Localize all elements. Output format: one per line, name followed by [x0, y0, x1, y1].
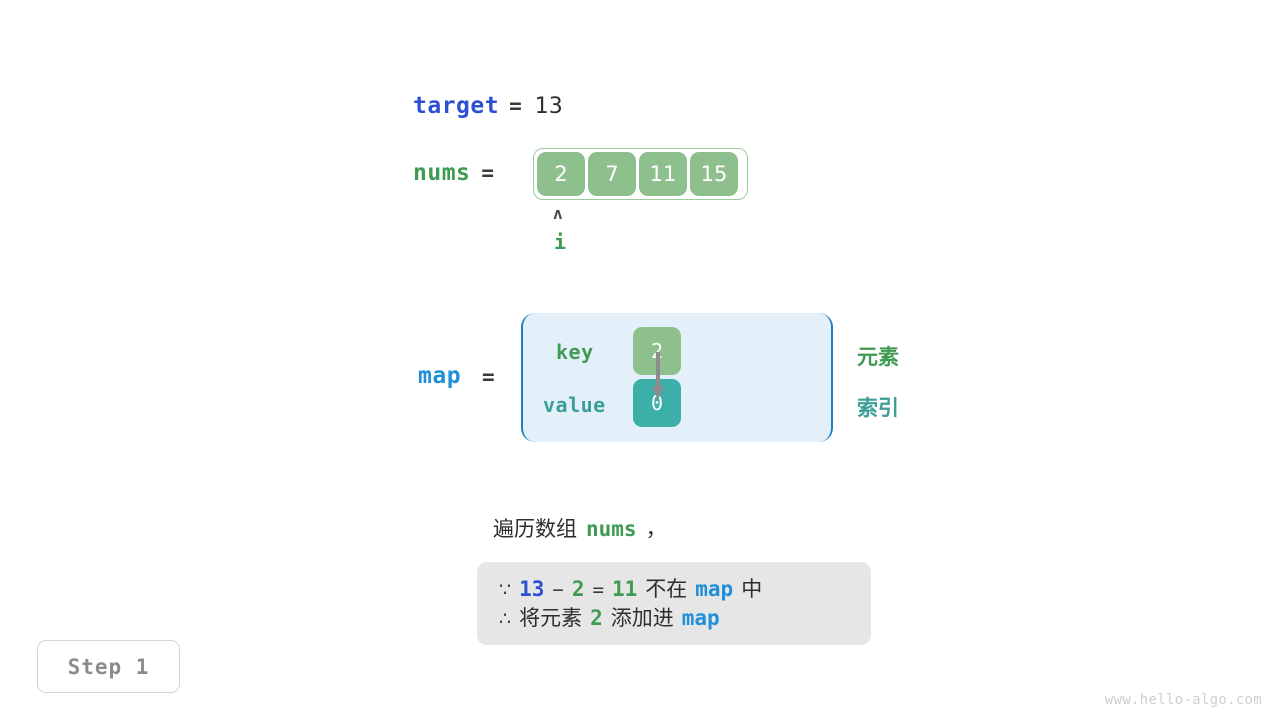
map-key-cell: 2	[633, 327, 681, 375]
reasoning-operand-target: 13	[519, 576, 545, 601]
target-equals-sign: =	[509, 94, 522, 118]
map-variable-name: map	[418, 363, 462, 389]
reasoning-code-map-2: map	[681, 605, 720, 630]
reasoning-box: ∵ 13 − 2 = 11 不在 map 中 ∴ 将元素 2 添加进 map	[477, 562, 871, 645]
target-variable-name: target	[413, 93, 500, 119]
reasoning-line-1: ∵ 13 − 2 = 11 不在 map 中	[499, 578, 849, 601]
caption-prefix: 遍历数组	[493, 517, 577, 541]
nums-variable-name: nums	[413, 160, 471, 186]
nums-array-frame: 2 7 11 15	[533, 148, 748, 200]
nums-equals-sign: =	[481, 161, 495, 185]
map-key-label: key	[556, 340, 594, 364]
map-equals-sign: =	[482, 365, 495, 389]
reasoning-operand-current: 2	[571, 576, 585, 601]
index-pointer-label: i	[554, 230, 567, 254]
reasoning-text-add-into: 添加进	[610, 605, 674, 630]
target-variable-row: target = 13	[413, 93, 563, 119]
reasoning-operand-complement: 11	[611, 576, 638, 601]
reasoning-code-map-1: map	[695, 576, 734, 601]
caption-code-nums: nums	[586, 517, 637, 541]
annotation-element: 元素	[857, 345, 899, 369]
array-cell: 15	[690, 152, 738, 196]
array-cell: 7	[588, 152, 636, 196]
reasoning-equals-operator: =	[592, 578, 604, 601]
target-value: 13	[534, 94, 563, 119]
reasoning-line-2: ∴ 将元素 2 添加进 map	[499, 605, 849, 630]
reasoning-text-not-in: 不在	[645, 576, 688, 601]
therefore-symbol-icon: ∴	[499, 607, 512, 630]
map-value-cell: 0	[633, 379, 681, 427]
array-cell: 11	[639, 152, 687, 196]
reasoning-text-add-element: 将元素	[519, 605, 583, 630]
watermark: www.hello-algo.com	[1104, 692, 1262, 708]
step-badge: Step 1	[37, 640, 180, 693]
array-cell: 2	[537, 152, 585, 196]
caption-line: 遍历数组 nums ，	[493, 513, 667, 543]
caption-suffix: ，	[645, 517, 667, 541]
reasoning-minus-operator: −	[552, 578, 564, 601]
nums-variable-row: nums =	[413, 160, 494, 186]
index-pointer-caret-icon: ʌ	[553, 204, 563, 223]
reasoning-added-value: 2	[590, 605, 603, 630]
reasoning-text-in: 中	[741, 576, 763, 601]
map-value-label: value	[543, 393, 606, 417]
because-symbol-icon: ∵	[499, 578, 512, 601]
annotation-index: 索引	[857, 396, 899, 420]
